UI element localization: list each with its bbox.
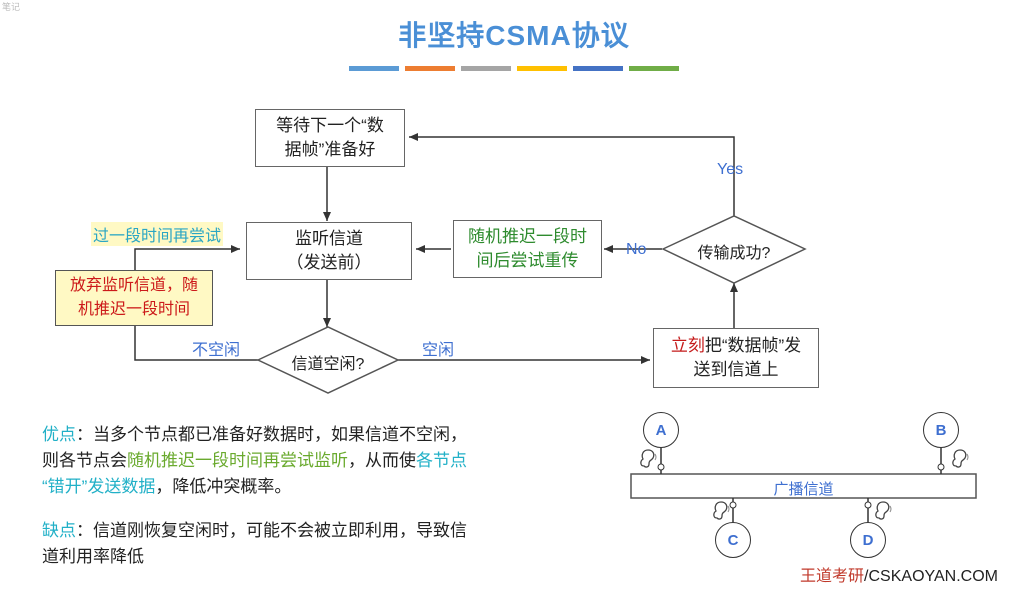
ear-icon [875,501,892,520]
title-underline-segment [349,66,399,71]
give-up-listening-box: 放弃监听信道，随 机推迟一段时间 [55,270,213,326]
send-box-prefix: 立刻 [670,336,705,355]
page-title: 非坚持CSMA协议 [398,20,630,51]
ear-icon [640,449,657,468]
wait-box-line2: 据帧”准备好 [284,140,376,159]
title-underline-segment [573,66,623,71]
footer-en: CSKAOYAN.COM [868,568,999,585]
bus-bar [630,473,977,499]
advantages-text-1: 当多个节点都已准备好数据时，如果信道不空闲， [93,425,467,444]
advantages-text-7: ，降低冲突概率。 [155,477,292,496]
retry-later-label: 过一段时间再尝试 [91,222,224,246]
title-underline-segment [517,66,567,71]
busy-label: 不空闲 [192,342,241,359]
ear-icon [713,501,730,520]
success-diamond-label: 传输成功? [697,245,771,262]
disadvantages-sep: ： [76,521,93,540]
node-b-tap [937,463,945,471]
wait-box-line1: 等待下一个“数 [276,116,384,135]
send-immediately-box: 立刻把“数据帧”发 送到信道上 [653,328,819,388]
ear-icon [952,449,969,468]
listen-box-line2: （发送前） [286,253,372,272]
top-watermark: 笔记 [2,2,21,12]
advantages-text-5: 各节点 [416,451,467,470]
disadvantages-label: 缺点 [42,521,76,540]
success-diamond-shape [661,215,807,284]
node-c-tap [729,501,737,509]
node-c: C [715,522,751,558]
title-underline-segment [629,66,679,71]
send-box-line2: 送到信道上 [693,360,779,379]
idle-diamond-label: 信道空闲? [291,356,365,373]
disadvantages-text-2: 道利用率降低 [42,547,144,566]
title-underline-segment [461,66,511,71]
arrow-success-yes-to-wait [409,133,735,216]
advantages-text-4: ，从而使 [348,451,416,470]
bus-label: 广播信道 [773,481,834,498]
idle-label: 空闲 [422,342,455,359]
advantages-text-3: 随机推迟一段时间再尝试监听 [127,451,348,470]
disadvantages-text-1: 信道刚恢复空闲时，可能不会被立即利用，导致信 [93,521,467,540]
listen-channel-box: 监听信道 （发送前） [246,222,412,280]
wait-frame-box: 等待下一个“数 据帧”准备好 [255,109,405,167]
title-underline-segment [405,66,455,71]
node-a-tap [657,463,665,471]
no-label: No [626,241,647,258]
retry-box-line2: 间后尝试重传 [476,251,579,270]
disadvantages-paragraph: 缺点：信道刚恢复空闲时，可能不会被立即利用，导致信 道利用率降低 [42,518,602,570]
footer-brand: 王道考研/CSKAOYAN.COM [800,562,998,586]
idle-diamond-shape [256,326,400,394]
advantages-text-2: 则各节点会 [42,451,127,470]
giveup-box-line2: 机推迟一段时间 [77,301,190,318]
random-retry-box: 随机推迟一段时 间后尝试重传 [453,220,602,278]
footer-cn: 王道考研 [800,568,865,585]
giveup-box-line1: 放弃监听信道，随 [69,277,198,294]
node-b: B [923,412,959,448]
advantages-text-6: “错开”发送数据 [42,477,156,496]
send-box-line1: 把“数据帧”发 [704,336,802,355]
retry-box-line1: 随机推迟一段时 [468,227,587,246]
advantages-sep: ： [76,425,93,444]
footer-sep: / [864,568,869,585]
listen-box-line1: 监听信道 [295,229,363,248]
advantages-label: 优点 [42,425,76,444]
yes-label: Yes [717,161,744,178]
advantages-paragraph: 优点：当多个节点都已准备好数据时，如果信道不空闲， 则各节点会随机推迟一段时间再… [42,422,602,500]
node-d: D [850,522,886,558]
node-a: A [643,412,679,448]
node-d-tap [864,501,872,509]
